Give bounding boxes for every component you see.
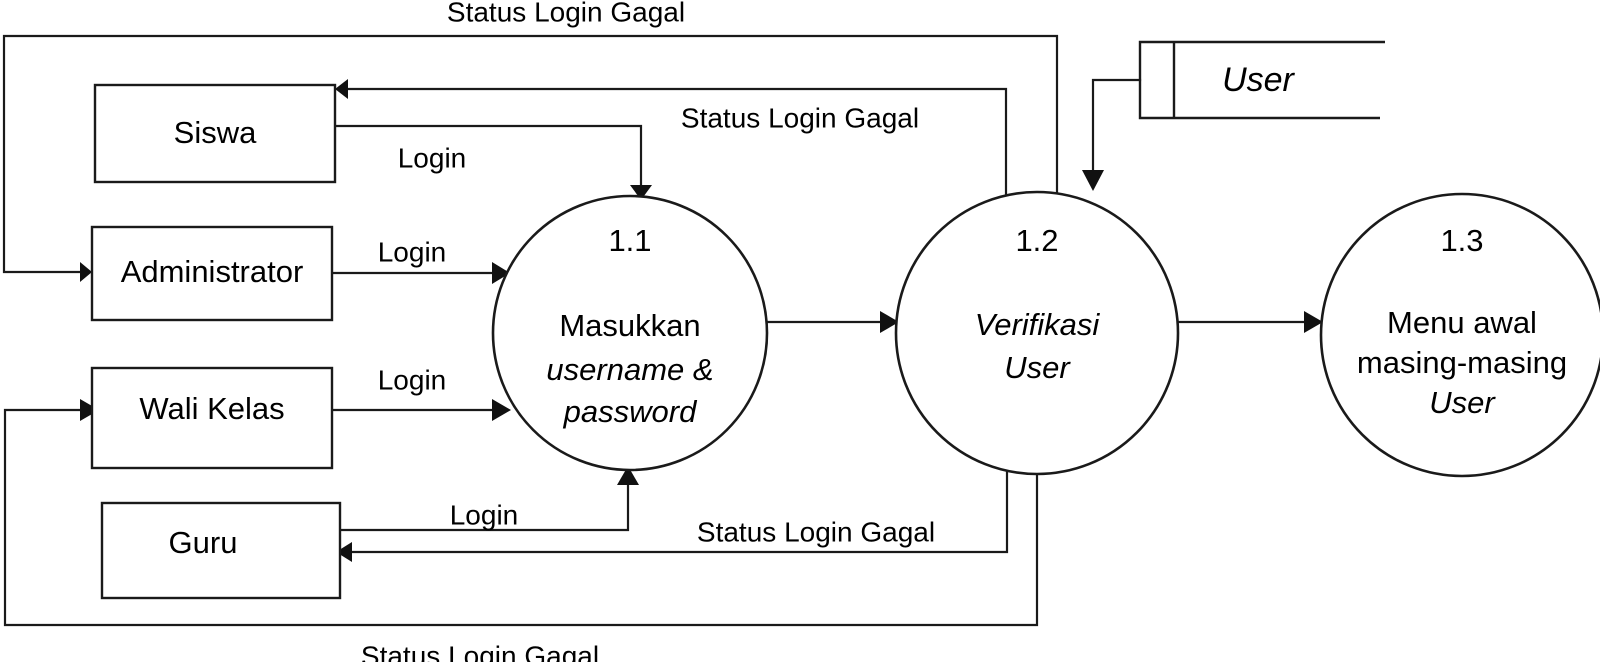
flow-status-bottom-to-wali-kelas — [3, 399, 1039, 627]
entity-siswa-box — [93, 83, 337, 184]
process-1-3-line-3: User — [1429, 385, 1496, 420]
entity-wali-kelas-label: Wali Kelas — [139, 391, 284, 426]
process-1-3[interactable]: 1.3 Menu awal masing-masing User — [1319, 192, 1600, 478]
entity-guru[interactable]: Guru — [100, 501, 342, 600]
arrow-head-p12-left-in — [880, 311, 899, 333]
arrow-head-wali-kelas-in — [80, 399, 99, 421]
process-1-2[interactable]: 1.2 Verifikasi User — [894, 190, 1180, 476]
process-1-1-line-1: Masukkan — [559, 308, 700, 343]
process-1-1-line-2: username & — [546, 352, 713, 387]
flow-label-login-administrator: Login — [378, 236, 447, 267]
data-store-user[interactable]: User — [1138, 40, 1385, 120]
flow-label-status-siswa: Status Login Gagal — [681, 102, 919, 133]
process-1-2-circle — [894, 190, 1180, 476]
flow-p12-to-p13 — [1176, 311, 1323, 333]
process-1-1-circle — [491, 194, 769, 472]
arrow-head-p11-top-in — [630, 185, 652, 200]
process-1-3-line-2: masing-masing — [1357, 345, 1567, 380]
flow-label-login-siswa: Login — [398, 142, 467, 173]
entity-guru-box — [100, 501, 342, 600]
flow-label-status-guru: Status Login Gagal — [697, 516, 935, 547]
flow-status-to-siswa — [335, 79, 1008, 208]
data-store-user-outline — [1138, 40, 1385, 120]
arrow-head-p11-left-in-top — [492, 262, 510, 284]
process-1-2-line-2: User — [1004, 350, 1071, 385]
entity-siswa[interactable]: Siswa — [93, 83, 337, 184]
entity-wali-kelas-box — [90, 366, 334, 470]
flow-status-top-to-administrator — [2, 34, 1059, 282]
arrow-head-p12-top-in — [1082, 170, 1104, 191]
entity-wali-kelas[interactable]: Wali Kelas — [90, 366, 334, 470]
process-1-1[interactable]: 1.1 Masukkan username & password — [491, 194, 769, 472]
arrow-head-guru-in — [336, 542, 352, 562]
flow-store-user-to-p12 — [1082, 78, 1142, 191]
process-1-3-circle — [1319, 192, 1600, 478]
entity-siswa-label: Siswa — [174, 115, 257, 150]
flow-status-to-guru — [336, 460, 1009, 562]
flow-login-administrator — [330, 262, 510, 284]
flow-p11-to-p12 — [766, 311, 899, 333]
process-1-1-number: 1.1 — [608, 223, 651, 258]
entity-guru-label: Guru — [169, 525, 238, 560]
data-store-user-label: User — [1222, 61, 1295, 99]
entity-administrator-label: Administrator — [121, 254, 304, 289]
flow-label-login-wali-kelas: Login — [378, 364, 447, 395]
process-1-3-number: 1.3 — [1440, 223, 1483, 258]
arrow-head-p11-left-in-bottom — [492, 399, 511, 421]
flow-login-wali-kelas — [330, 399, 511, 421]
entity-administrator[interactable]: Administrator — [90, 225, 334, 322]
arrow-head-p11-bottom-in — [617, 466, 639, 485]
process-1-2-number: 1.2 — [1015, 223, 1058, 258]
process-1-2-line-1: Verifikasi — [975, 307, 1101, 342]
flow-login-siswa — [333, 124, 652, 200]
process-1-3-line-1: Menu awal — [1387, 305, 1537, 340]
arrow-head-p13-left-in — [1304, 311, 1323, 333]
arrow-head-siswa-in — [335, 79, 348, 99]
flow-label-status-top: Status Login Gagal — [447, 0, 685, 27]
entity-administrator-box — [90, 225, 334, 322]
process-1-1-line-3: password — [563, 394, 698, 429]
flow-label-login-guru: Login — [450, 499, 519, 530]
flow-login-guru — [338, 466, 639, 532]
flow-label-status-bottom: Status Login Gagal — [361, 640, 599, 662]
arrow-head-administrator-in — [80, 262, 92, 282]
